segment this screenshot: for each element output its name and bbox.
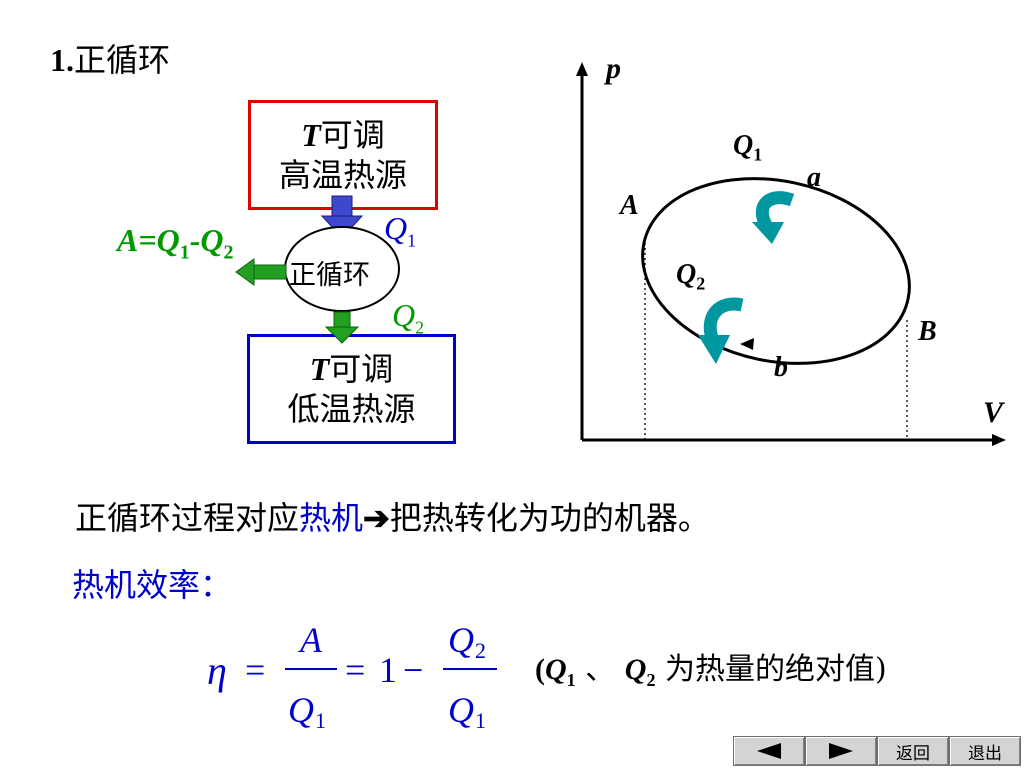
svg-text:Q: Q [448, 690, 474, 730]
svg-text:=: = [345, 650, 365, 690]
svg-text:Q: Q [288, 690, 314, 730]
svg-text:1: 1 [315, 708, 326, 732]
eta-symbol: η [207, 648, 227, 693]
description-line: 正循环过程对应热机➔把热转化为功的机器。 [75, 499, 710, 537]
svg-text:2: 2 [475, 638, 486, 663]
v-axis-arrow-icon [992, 434, 1006, 446]
next-button[interactable] [805, 736, 877, 766]
svg-text:−: − [403, 650, 423, 690]
pv-q2-label: Q2 [676, 259, 706, 294]
q1-curved-arrow-icon [752, 191, 795, 244]
implies-arrow-icon: ➔ [363, 499, 390, 537]
back-button[interactable]: 返回 [877, 736, 949, 766]
work-arrow [235, 258, 287, 286]
page-title: 1.正循环 [50, 41, 171, 79]
heat-out-arrow [324, 311, 360, 344]
fraction1-numerator: A [298, 620, 323, 660]
svg-text:=: = [245, 650, 265, 690]
svg-text:1: 1 [475, 708, 486, 732]
heat-engine-term: 热机 [299, 499, 364, 537]
efficiency-formula: η = A Q 1 = 1 − Q 2 Q 1 [207, 620, 497, 732]
work-label: A=Q1-Q2 [117, 222, 234, 264]
next-triangle-icon [829, 743, 853, 759]
exit-button[interactable]: 退出 [949, 736, 1021, 766]
hot-reservoir-name: 高温热源 [278, 156, 407, 194]
heat-out-label: Q2 [392, 297, 425, 338]
cold-reservoir-box: T可调 低温热源 [247, 334, 456, 444]
prev-button[interactable] [733, 736, 805, 766]
engine-label: 正循环 [289, 260, 370, 291]
heat-in-label: Q1 [384, 210, 417, 251]
point-a-label: a [807, 162, 821, 193]
v-axis-label: V [983, 396, 1004, 429]
p-axis-arrow-icon [576, 62, 588, 76]
fraction2-numerator: Q [448, 620, 474, 660]
point-A-label: A [620, 190, 639, 221]
absolute-value-note: (Q1 、 Q2 为热量的绝对值) [535, 652, 887, 690]
q2-curved-arrow-icon [698, 297, 744, 364]
cycle-ellipse [641, 177, 911, 365]
efficiency-label: 热机效率： [72, 566, 233, 604]
pv-q1-label: Q1 [733, 130, 763, 165]
p-axis-label: p [606, 52, 621, 85]
point-B-label: B [918, 316, 937, 347]
direction-arrowhead-icon [740, 338, 754, 350]
cold-reservoir-name: 低温热源 [287, 390, 416, 428]
hot-reservoir-box: T可调 高温热源 [248, 100, 438, 210]
point-b-label: b [774, 352, 788, 383]
prev-triangle-icon [757, 743, 781, 759]
svg-text:1: 1 [379, 650, 397, 690]
